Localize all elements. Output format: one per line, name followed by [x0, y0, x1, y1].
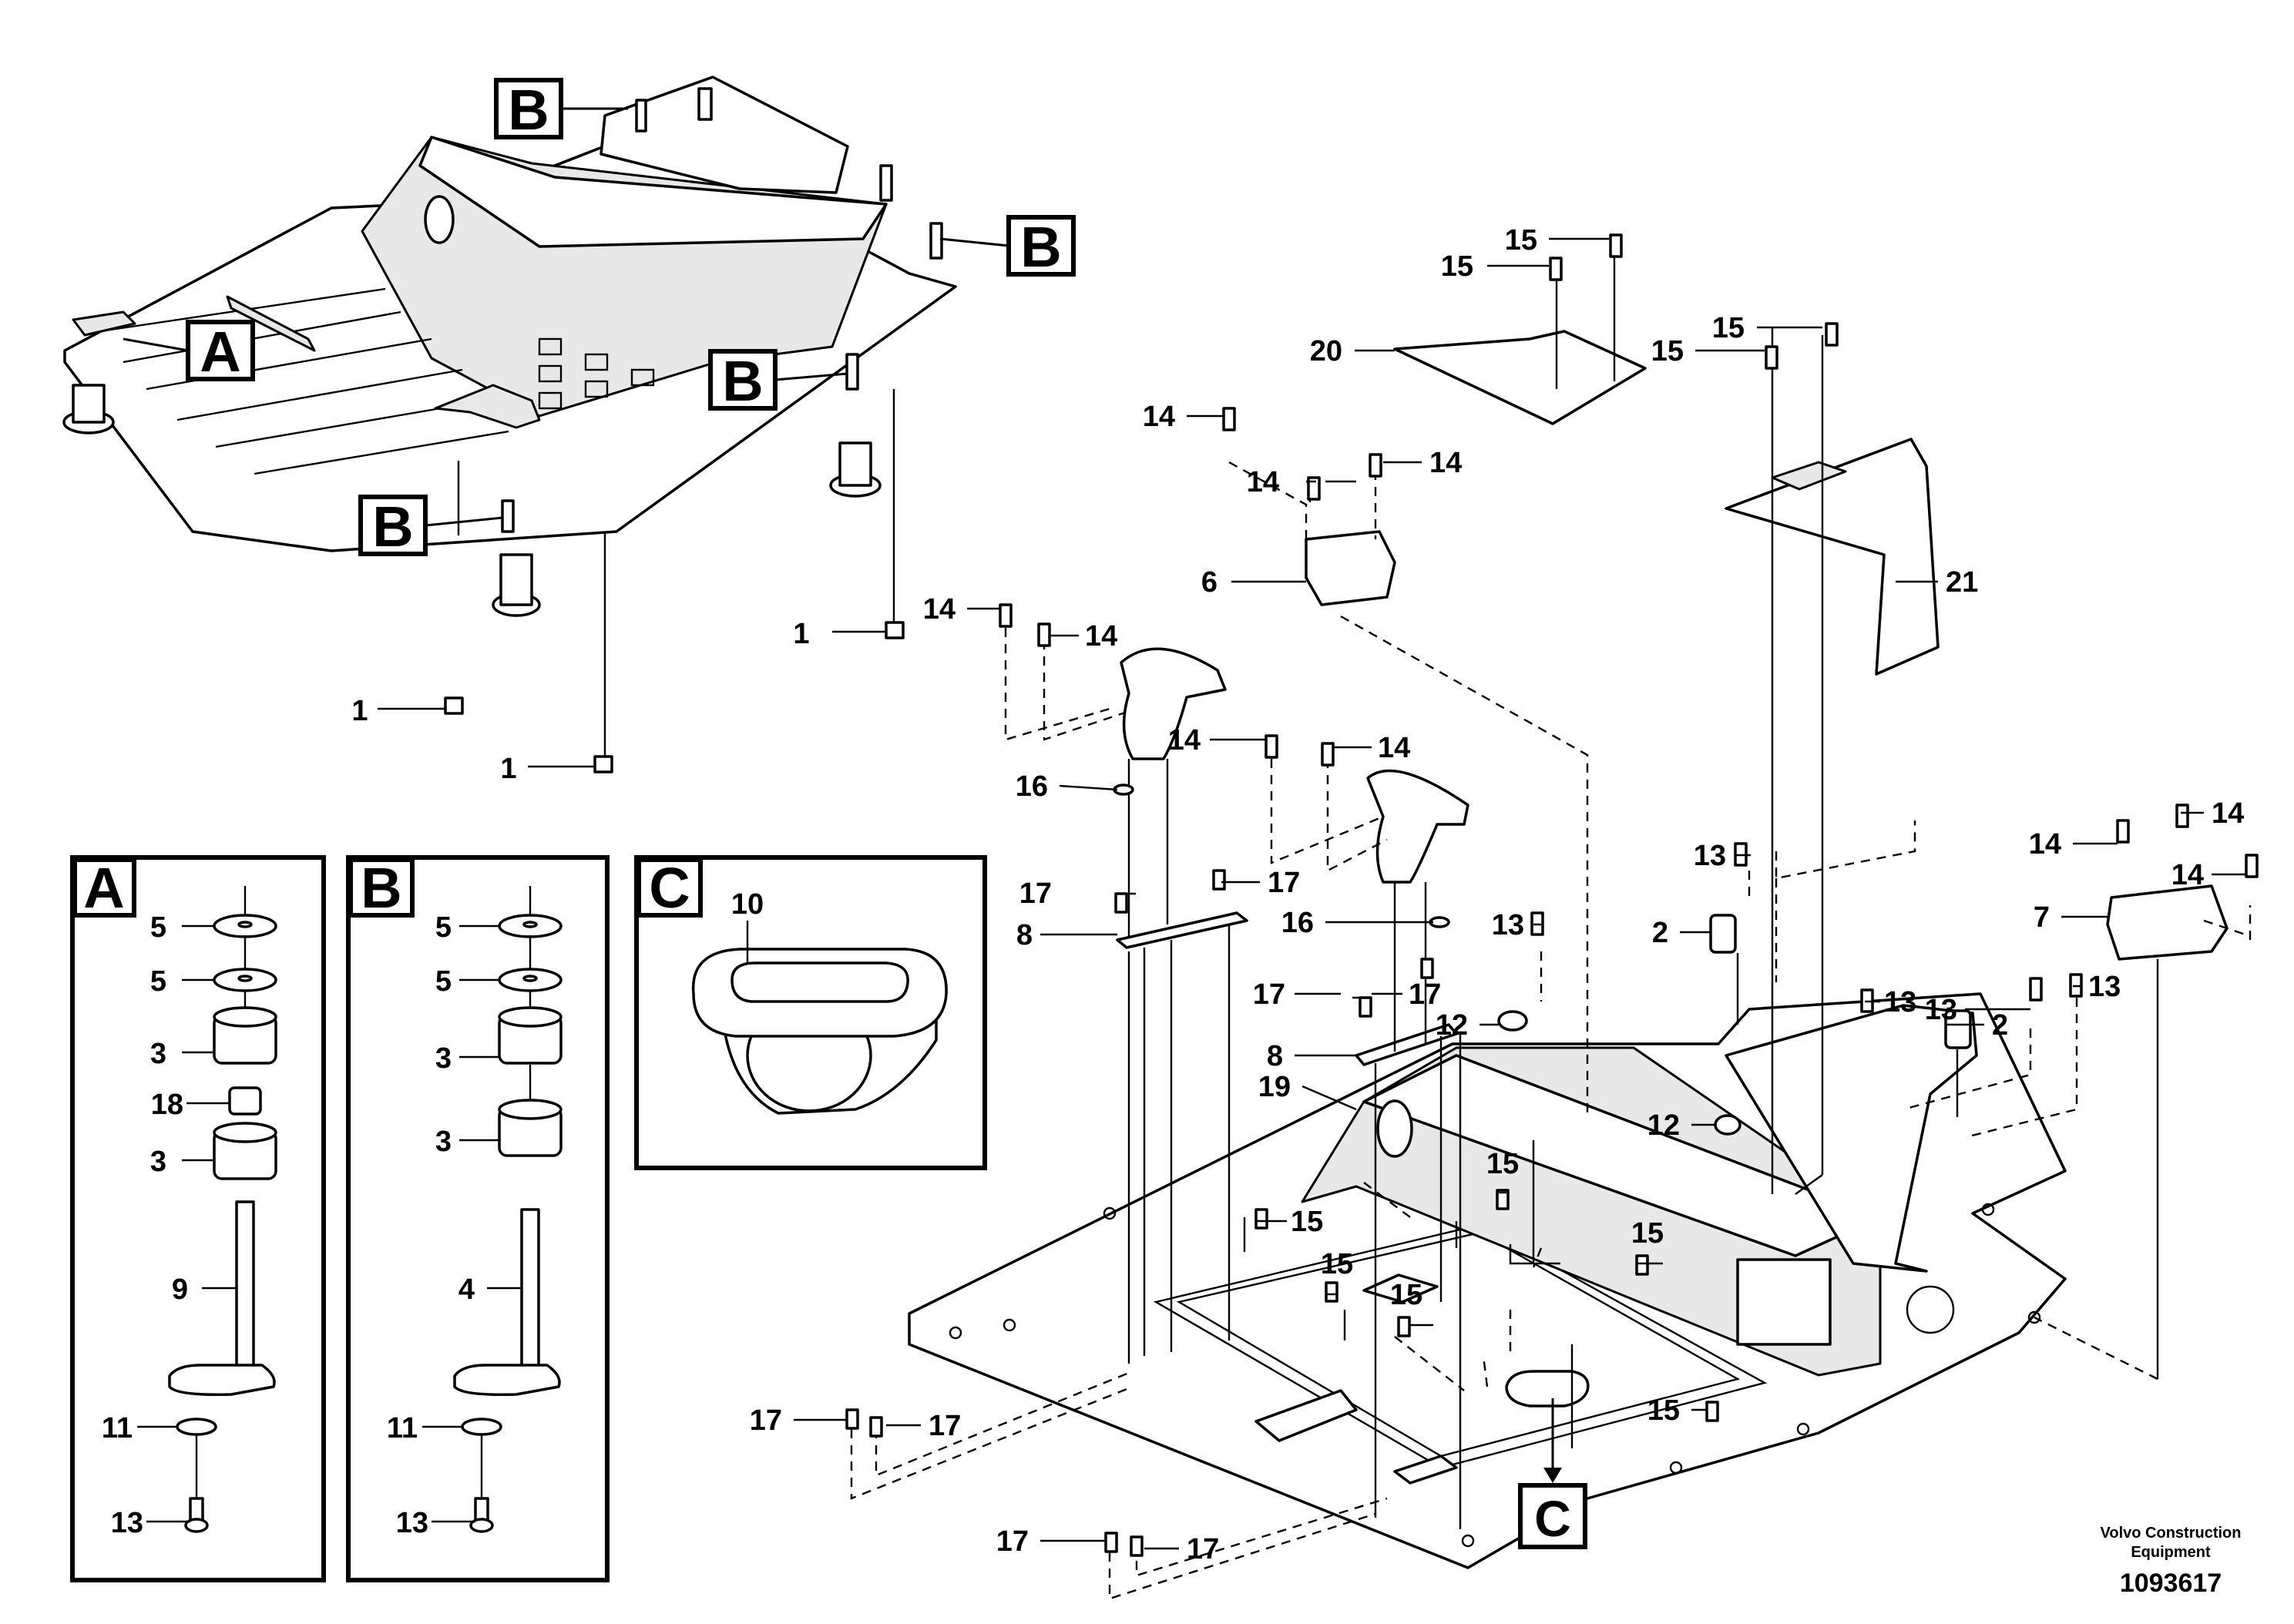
view-tag-a: A	[123, 320, 255, 384]
detail-panel-c: C 10	[634, 855, 987, 1170]
callout-2: 2	[1652, 917, 1668, 949]
callout-4: 4	[458, 1273, 475, 1306]
callout-12: 12	[1436, 1009, 1468, 1042]
fasteners	[845, 233, 2259, 1557]
callout-3: 3	[435, 1042, 452, 1075]
callout-1: 1	[351, 695, 368, 727]
callout-13: 13	[396, 1507, 428, 1539]
callout-6: 6	[1201, 566, 1218, 599]
callout-3: 3	[150, 1038, 166, 1070]
callout-5: 5	[150, 911, 166, 944]
callout-3: 3	[435, 1126, 452, 1158]
callout-9: 9	[172, 1273, 188, 1306]
view-tag-b-top: B	[494, 78, 628, 142]
callout-14: 14	[1085, 620, 1117, 653]
svg-text:A: A	[200, 320, 240, 384]
view-tag-b-left: B	[358, 495, 503, 559]
callout-17: 17	[750, 1404, 782, 1437]
callout-14: 14	[1247, 466, 1279, 498]
callout-16: 16	[1016, 770, 1048, 803]
callout-18: 18	[151, 1089, 183, 1121]
callout-17: 17	[1019, 877, 1052, 910]
svg-text:C: C	[1534, 1490, 1571, 1547]
callout-13: 13	[2088, 971, 2121, 1003]
callout-15: 15	[1441, 250, 1473, 283]
callout-17: 17	[996, 1525, 1029, 1558]
svg-text:B: B	[361, 856, 401, 920]
callout-12: 12	[1647, 1109, 1680, 1142]
callout-8: 8	[1267, 1040, 1283, 1072]
callout-leaders	[794, 237, 2246, 1550]
callout-17: 17	[1253, 978, 1285, 1011]
callout-17: 17	[1409, 978, 1441, 1011]
drawing-credit: Volvo Construction Equipment 1093617	[2101, 1525, 2242, 1598]
view-tag-c: C	[1518, 1483, 1587, 1549]
view-tag-b-center: B	[708, 349, 848, 413]
callout-15: 15	[1647, 1394, 1680, 1427]
callout-15: 15	[1712, 312, 1745, 344]
callout-5: 5	[435, 911, 452, 944]
svg-text:B: B	[722, 349, 763, 413]
callout-17: 17	[1187, 1533, 1219, 1565]
callout-14: 14	[1143, 401, 1175, 433]
svg-text:A: A	[83, 856, 124, 920]
detail-panel-b: B 5 5 3 3 4 11 13	[346, 855, 610, 1582]
callout-13: 13	[1925, 994, 1957, 1026]
callout-7: 7	[2034, 901, 2050, 934]
assembled-floor-plate-view	[62, 75, 957, 773]
callout-11: 11	[387, 1412, 418, 1444]
callout-21: 21	[1946, 566, 1978, 599]
callout-11: 11	[102, 1412, 133, 1444]
callout-3: 3	[150, 1146, 166, 1178]
callout-14: 14	[2029, 828, 2061, 861]
callout-13: 13	[1884, 986, 1916, 1018]
callout-14: 14	[2171, 859, 2204, 891]
callout-14: 14	[1378, 732, 1410, 764]
callout-13: 13	[111, 1507, 143, 1539]
svg-text:B: B	[372, 495, 413, 559]
callout-15: 15	[1321, 1248, 1353, 1280]
document-number: 1093617	[2120, 1569, 2222, 1598]
callout-1: 1	[500, 753, 516, 785]
callout-19: 19	[1258, 1071, 1291, 1103]
svg-text:B: B	[508, 78, 549, 142]
callout-14: 14	[2212, 797, 2244, 830]
exploded-floor-plate-view	[908, 330, 2229, 1569]
callout-5: 5	[150, 965, 166, 998]
callout-1: 1	[793, 618, 809, 650]
callout-14: 14	[1168, 724, 1201, 757]
callout-16: 16	[1281, 907, 1314, 939]
callout-2: 2	[1992, 1009, 2008, 1042]
callout-15: 15	[1651, 335, 1684, 367]
view-tag-b-right: B	[939, 215, 1076, 279]
assembly-leader-lines	[850, 243, 2252, 1600]
callout-13: 13	[1694, 840, 1726, 872]
svg-text:Volvo Construction: Volvo Construction	[2101, 1525, 2242, 1542]
callout-14: 14	[1429, 447, 1462, 479]
callout-15: 15	[1390, 1279, 1422, 1311]
callout-10: 10	[731, 888, 764, 921]
callout-8: 8	[1016, 919, 1033, 951]
svg-text:B: B	[1020, 215, 1061, 279]
svg-text:C: C	[649, 856, 690, 920]
detail-panel-a: A 5 5 3 18 3 9 11 13	[70, 855, 326, 1582]
callout-13: 13	[1492, 909, 1524, 941]
callout-17: 17	[929, 1410, 961, 1442]
callout-5: 5	[435, 965, 452, 998]
svg-text:Equipment: Equipment	[2131, 1544, 2211, 1561]
callout-15: 15	[1505, 224, 1537, 257]
callout-20: 20	[1310, 335, 1342, 367]
callout-17: 17	[1268, 867, 1300, 899]
callout-15: 15	[1291, 1206, 1323, 1238]
callout-15: 15	[1486, 1148, 1519, 1180]
callout-14: 14	[923, 593, 956, 626]
callout-15: 15	[1631, 1217, 1664, 1250]
